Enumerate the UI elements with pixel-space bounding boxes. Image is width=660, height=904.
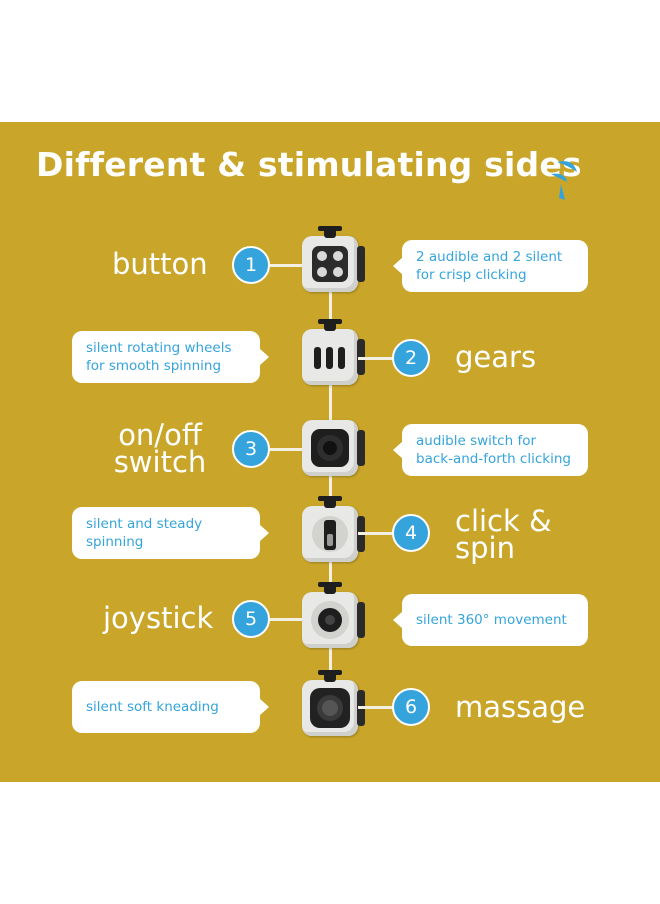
feature-callout: 2 audible and 2 silent for crisp clickin… <box>393 240 588 292</box>
side-row-click-spin: silent and steady spinning 4 click & spi… <box>0 494 660 574</box>
joystick-cube-icon <box>302 582 365 648</box>
four-buttons-cube-icon <box>302 226 365 292</box>
feature-callout: silent soft kneading <box>72 681 269 733</box>
callout-line: silent and steady <box>86 516 203 532</box>
callout-line: silent 360° movement <box>416 612 567 628</box>
side-row-joystick: joystick 5 silent 360° movement <box>0 580 660 660</box>
side-name: joystick <box>103 601 214 635</box>
side-number-badge: 6 <box>392 688 430 726</box>
side-row-massage: silent soft kneading 6 massage <box>0 668 660 748</box>
connector-line <box>266 264 302 267</box>
side-number-badge: 2 <box>392 339 430 377</box>
feature-callout: silent 360° movement <box>393 594 588 646</box>
click-spin-cube-icon <box>302 496 365 562</box>
side-number-badge: 1 <box>232 246 270 284</box>
callout-line: for crisp clicking <box>416 267 527 283</box>
side-name: massage <box>455 690 586 724</box>
callout-line: spinning <box>86 534 144 550</box>
side-name-line: spin <box>455 531 515 565</box>
callout-line: silent rotating wheels <box>86 340 232 356</box>
connector-spine <box>329 262 332 708</box>
callout-line: audible switch for <box>416 433 537 449</box>
connector-line <box>358 357 394 360</box>
callout-line: for smooth spinning <box>86 358 222 374</box>
side-name: click & spin <box>455 504 552 565</box>
callout-line: back-and-forth clicking <box>416 451 571 467</box>
side-number-badge: 5 <box>232 600 270 638</box>
feature-callout: silent rotating wheels for smooth spinni… <box>72 331 269 383</box>
connector-line <box>266 618 302 621</box>
gears-cube-icon <box>302 319 365 385</box>
side-name-line: on/off <box>118 418 202 452</box>
side-number-badge: 4 <box>392 514 430 552</box>
feature-callout: audible switch for back-and-forth clicki… <box>393 424 588 476</box>
headline: Different & stimulating sides <box>36 145 582 184</box>
connector-line <box>358 706 394 709</box>
side-name-line: click & <box>455 504 552 538</box>
switch-cube-icon <box>302 420 365 476</box>
brand-logo-icon <box>551 161 577 200</box>
callout-line: silent soft kneading <box>86 699 219 715</box>
massage-cube-icon <box>302 670 365 736</box>
feature-callout: silent and steady spinning <box>72 507 269 559</box>
side-row-switch: on/off switch 3 audible switch for back-… <box>0 408 660 488</box>
side-row-gears: silent rotating wheels for smooth spinni… <box>0 318 660 398</box>
side-name: on/off switch <box>100 418 220 479</box>
connector-line <box>358 532 394 535</box>
side-row-button: button 1 2 audible and 2 silent for cris… <box>0 226 660 306</box>
side-name-line: switch <box>113 445 207 479</box>
callout-line: 2 audible and 2 silent <box>416 249 563 265</box>
connector-line <box>266 448 302 451</box>
side-name: gears <box>455 340 537 374</box>
side-name: button <box>112 247 208 281</box>
side-number-badge: 3 <box>232 430 270 468</box>
